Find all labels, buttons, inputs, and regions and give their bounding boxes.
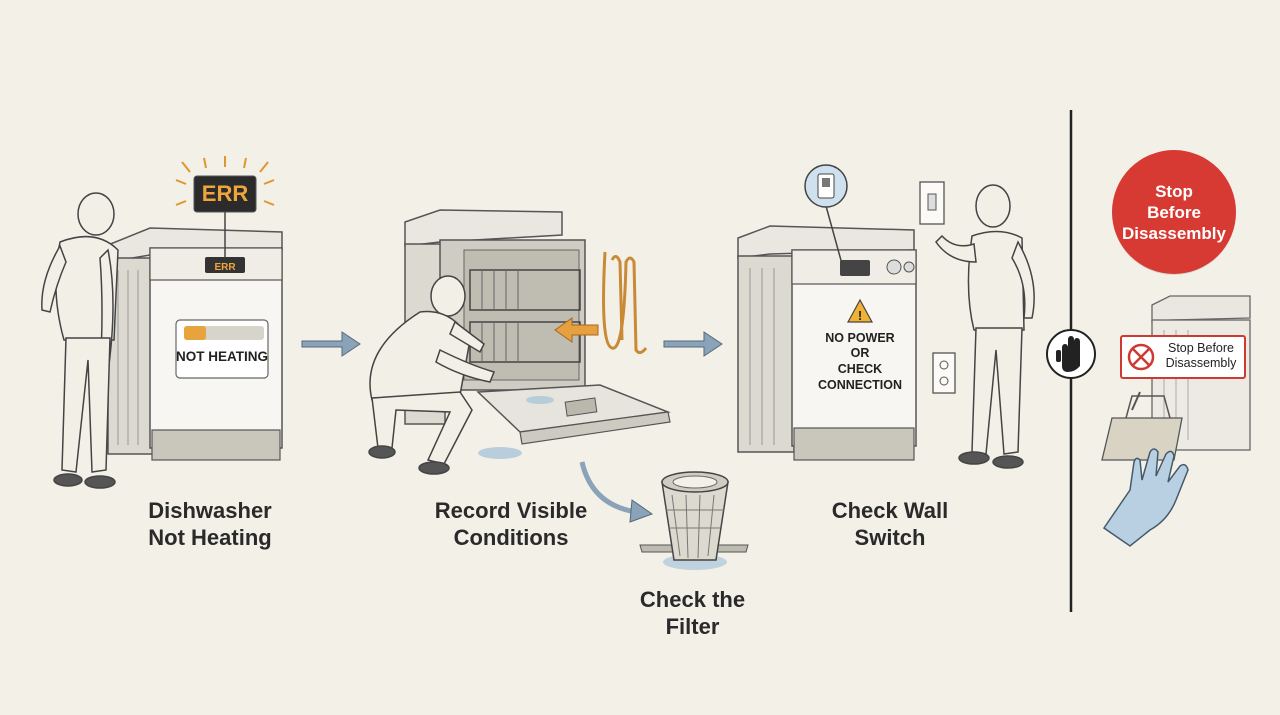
toolbox-icon: [1101, 391, 1183, 461]
caption-dishwasher-not-heating: Dishwasher Not Heating: [148, 498, 272, 550]
stop-sign-text: Stop Before Disassembly: [1165, 341, 1237, 370]
warning-icon: !: [846, 298, 874, 323]
light-switch-icon: [804, 164, 848, 265]
step2-illustration: [368, 209, 749, 570]
hand-stop-icon: [1056, 336, 1080, 372]
person-standing-3: [935, 184, 1035, 469]
caption-record-visible-conditions: Record Visible Conditions: [434, 498, 588, 550]
arrow-right-icon: [663, 331, 723, 357]
heating-element-icon: [602, 251, 648, 355]
warning-line-2: OR: [851, 346, 870, 360]
warning-line-4: CONNECTION: [818, 378, 902, 392]
glove-icon: [1102, 448, 1189, 547]
dishwasher-3: [737, 225, 917, 461]
stop-sign: Stop Before Disassembly: [1120, 335, 1246, 379]
not-heating-label: NOT HEATING: [176, 349, 268, 364]
no-entry-icon: [1127, 343, 1155, 371]
error-code: ERR: [202, 181, 249, 206]
arrow-right-icon: [301, 331, 361, 357]
wall-outlet-icon: [932, 352, 956, 394]
svg-text:!: !: [858, 308, 862, 323]
warning-line-3: CHECK: [838, 362, 882, 376]
caption-check-the-filter: Check the Filter: [639, 587, 746, 639]
warning-line-1: NO POWER: [825, 331, 894, 345]
wall-switch: [919, 181, 945, 225]
panel-readout: ERR: [214, 262, 236, 273]
dishwasher-1: [107, 227, 283, 461]
step1-illustration: ERR ERR NOT HEATING: [41, 156, 283, 489]
stop-badge: Stop Before Disassembly: [1112, 150, 1236, 274]
filter-icon: [639, 471, 749, 570]
person-standing-1: [41, 192, 119, 489]
arrow-left-orange-icon: [554, 317, 599, 343]
error-display: ERR ERR: [175, 156, 275, 273]
caption-check-wall-switch: Check Wall Switch: [831, 498, 949, 550]
person-crouching: [368, 275, 496, 475]
step3-illustration: ! NO POWER OR CHECK CONNECTION: [737, 164, 1035, 469]
curved-arrow-icon: [579, 461, 654, 523]
